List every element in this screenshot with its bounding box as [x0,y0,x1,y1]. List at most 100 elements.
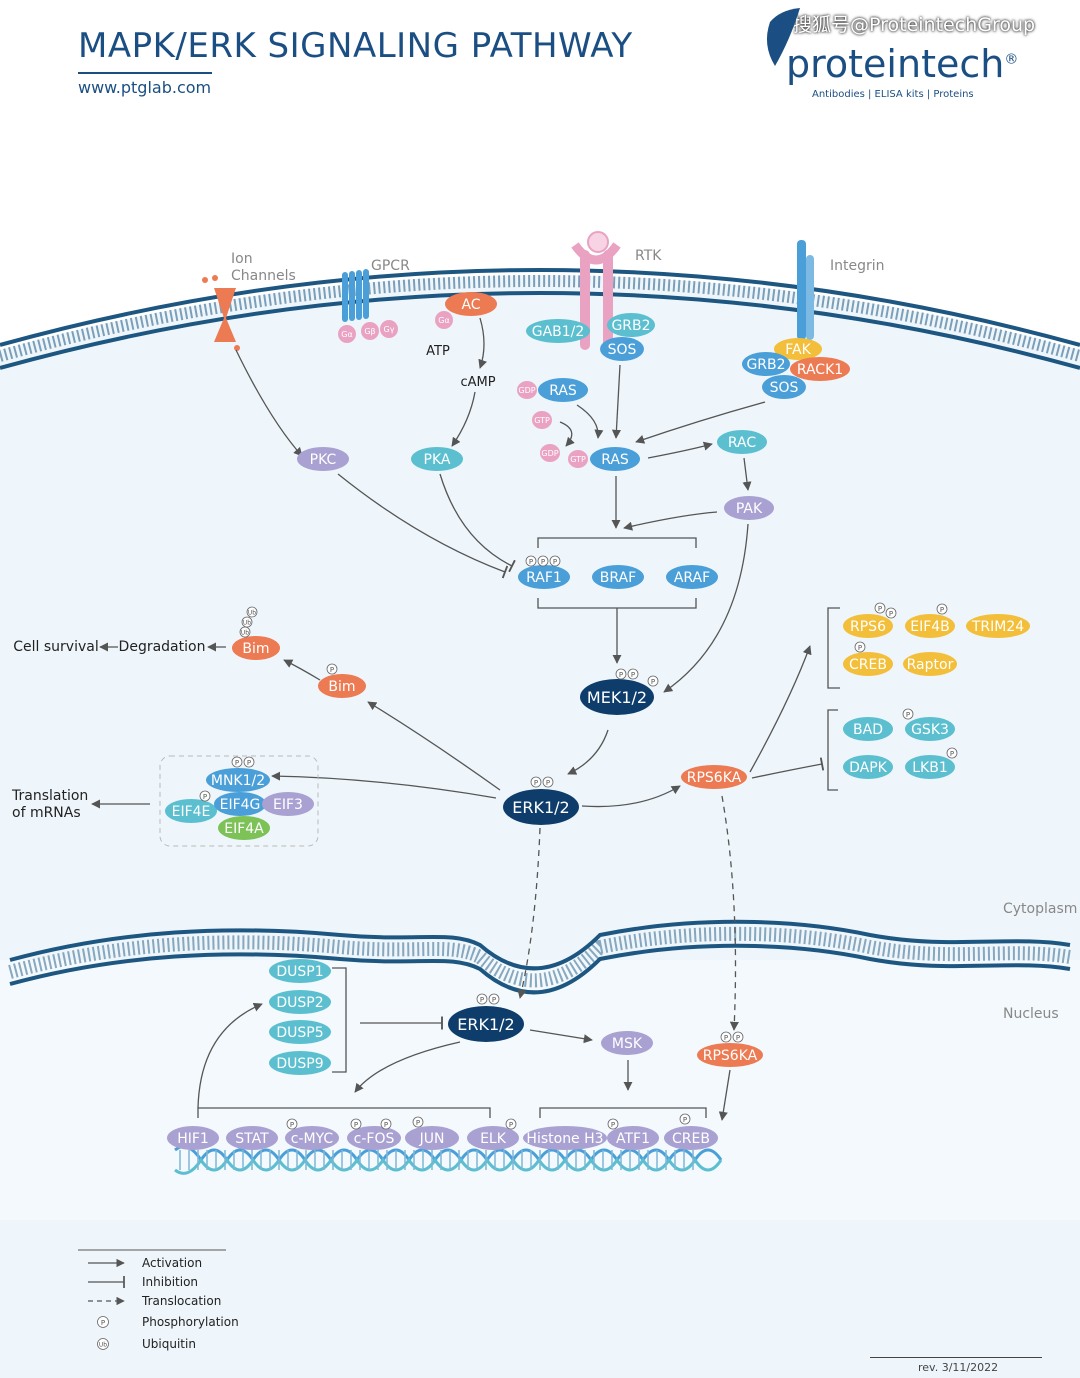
node-shape [435,311,453,329]
node-label: EIF4B [910,619,950,635]
phosphate-label: P [683,1116,687,1124]
node-shape [214,792,266,816]
node-shape [666,565,718,589]
legend-ubiquitin-icon [97,1338,109,1350]
node-shape [762,375,806,399]
page-title: MAPK/ERK SIGNALING PATHWAY [78,26,633,66]
atp-label: ATP [426,344,450,359]
phosphate-icon [488,993,500,1005]
ubiquitin-label: Ub [248,610,256,617]
node-label: GRB2 [746,357,785,373]
node-shape [590,447,640,471]
phosphate-icon [607,1118,619,1130]
node-shape [347,1126,401,1150]
phosphate-icon [476,993,488,1005]
node-shape [843,652,893,676]
ubiquitin-label: Ub [243,620,251,627]
node-shape [523,1126,607,1150]
logo-tagline: Antibodies | ELISA kits | Proteins [812,89,974,100]
node-shape [232,636,280,660]
node-label: JUN [419,1131,445,1147]
phosphate-label: P [354,1121,358,1129]
title-underline [78,72,212,74]
node-label: FAK [785,342,811,358]
node-label: GAB1/2 [532,324,585,340]
legend-phosphorylation-label: Phosphorylation [142,1315,239,1329]
node-bim1: Bim [232,636,280,660]
node-label: Histone H3 [526,1131,603,1147]
phosphate-label: P [235,759,239,767]
node-histone: Histone H3 [523,1126,607,1150]
gpcr-label: GPCR [371,258,410,274]
edge-pkc-to-raf1 [337,473,509,579]
integrin-label: Integrin [830,258,885,274]
node-label: Bim [328,679,355,695]
phosphate-icon [542,776,554,788]
plasma-membrane-lipids [0,275,1080,362]
phosphate-icon [380,1118,392,1130]
edge-hif1-to-dusp [197,1002,263,1109]
nuclear-membrane-inner [9,943,1071,995]
phosphate-label: P [546,779,550,787]
legend-ubiquitin-symbol: Ub [99,1342,107,1349]
bracket-activated [827,607,840,689]
node-shape [167,1126,219,1150]
node-shape [580,679,654,715]
edge-ras-to-rac [647,441,713,459]
node-shape [361,322,379,340]
node-shape [269,990,331,1014]
node-label: EIF4E [172,804,211,820]
bracket-dusp [332,967,347,1073]
node-label: RAS [549,383,577,399]
node-ras2: RAS [590,447,640,471]
phosphate-label: P [384,1121,388,1129]
node-ga: Gα [338,325,356,343]
legend-inhibition-label: Inhibition [142,1275,199,1289]
phosphate-icon [885,607,897,619]
node-shape [843,755,893,779]
website-link[interactable]: www.ptglab.com [78,78,212,97]
node-dusp1: DUSP1 [269,959,331,983]
node-shape [966,614,1030,638]
node-jun: JUN P [405,1116,459,1150]
node-dusp2: DUSP2 [269,990,331,1014]
edge-rps6ka-translocation [721,795,739,1031]
node-dusp9: DUSP9 [269,1051,331,1075]
node-label: DUSP9 [276,1056,323,1072]
edge-mek-to-erk [567,729,609,775]
node-rps6ka: RPS6KA [681,765,747,789]
nucleus-label: Nucleus [1003,1006,1059,1022]
gpcr-helix-icon [342,272,348,322]
gpcr-helix-icon [363,269,369,319]
node-araf: ARAF [666,565,718,589]
node-shape [269,959,331,983]
node-shape [790,357,850,381]
node-label: TRIM24 [971,619,1024,635]
node-label: RAC [728,435,756,451]
phosphate-label: P [416,1119,420,1127]
node-shape [538,378,588,402]
logo-mark: ® [1004,51,1019,68]
node-shape [411,447,463,471]
phosphate-icon [286,1118,298,1130]
node-msk: MSK [601,1031,653,1055]
phosphate-icon [946,747,958,759]
edge-gtp-exchange [576,404,604,439]
phosphate-label: P [889,610,893,618]
node-dusp5: DUSP5 [269,1020,331,1044]
node-shape [165,799,217,823]
phosphate-icon [679,1113,691,1125]
phosphate-icon [732,1031,744,1043]
node-label: AC [461,297,480,313]
node-shape [568,450,588,468]
node-gtp1: GTP [532,411,552,429]
node-label: BRAF [600,570,636,586]
node-label: SOS [608,342,637,358]
integrin-chain-icon [806,255,814,340]
node-shape [269,1051,331,1075]
logo-text: proteintech [786,42,1005,86]
phosphate-label: P [724,1034,728,1042]
